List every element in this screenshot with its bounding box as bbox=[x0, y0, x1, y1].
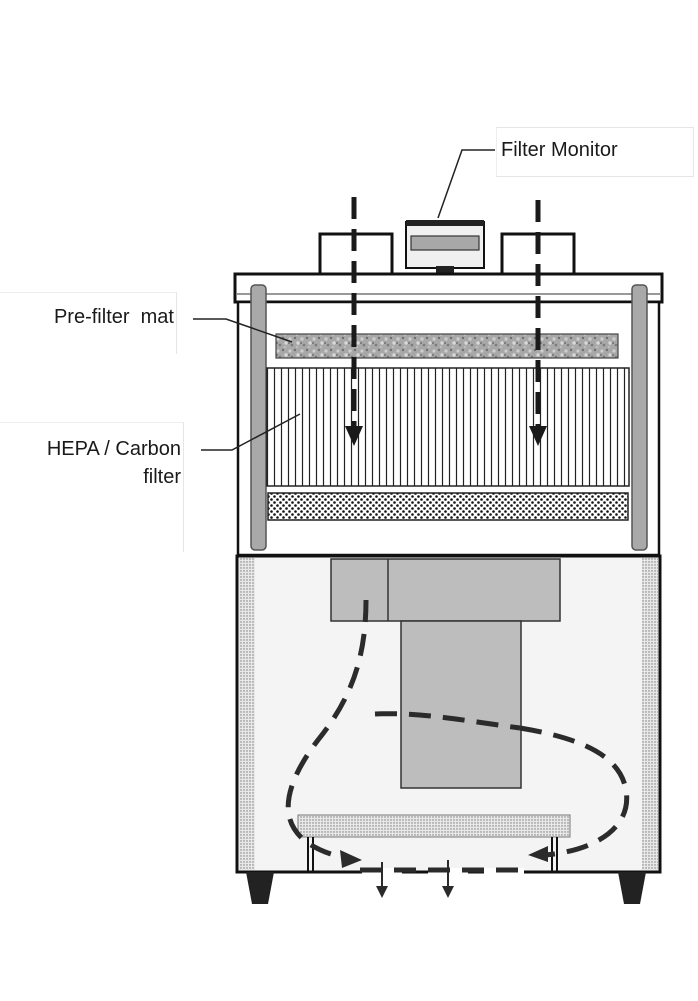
airflow-intake-arrows bbox=[351, 197, 541, 428]
hepa-carbon-filter bbox=[266, 367, 630, 487]
prefilter-mat bbox=[275, 333, 619, 359]
cabinet-top-plate bbox=[233, 272, 664, 304]
right-rail bbox=[631, 284, 648, 551]
motor-body bbox=[400, 620, 522, 789]
bottom-diffuser bbox=[297, 814, 571, 838]
label-hepa-line2: filter bbox=[143, 466, 181, 488]
right-foot bbox=[618, 872, 646, 904]
left-rail bbox=[250, 284, 267, 551]
label-hepa-line1: HEPA / Carbon bbox=[46, 438, 181, 460]
exhaust-outlet-arrows bbox=[381, 860, 449, 890]
label-prefilter-mat: Pre-filter mat bbox=[0, 292, 177, 354]
right-side-vent bbox=[642, 558, 658, 870]
left-foot bbox=[246, 872, 274, 904]
airflow-exhaust-path bbox=[285, 599, 630, 873]
label-prefilter-mat-text: Pre-filter mat bbox=[53, 306, 174, 328]
filter-monitor-device bbox=[405, 220, 485, 275]
leader-prefilter bbox=[193, 318, 293, 343]
blower-housing bbox=[330, 558, 561, 622]
leader-hepa bbox=[201, 413, 301, 451]
leader-filter-monitor bbox=[437, 149, 495, 219]
left-side-vent bbox=[239, 558, 255, 870]
label-filter-monitor: Filter Monitor bbox=[496, 127, 694, 177]
carbon-layer bbox=[267, 492, 629, 521]
label-filter-monitor-text: Filter Monitor bbox=[501, 139, 618, 161]
label-hepa-carbon: HEPA / Carbon filter bbox=[0, 422, 184, 552]
